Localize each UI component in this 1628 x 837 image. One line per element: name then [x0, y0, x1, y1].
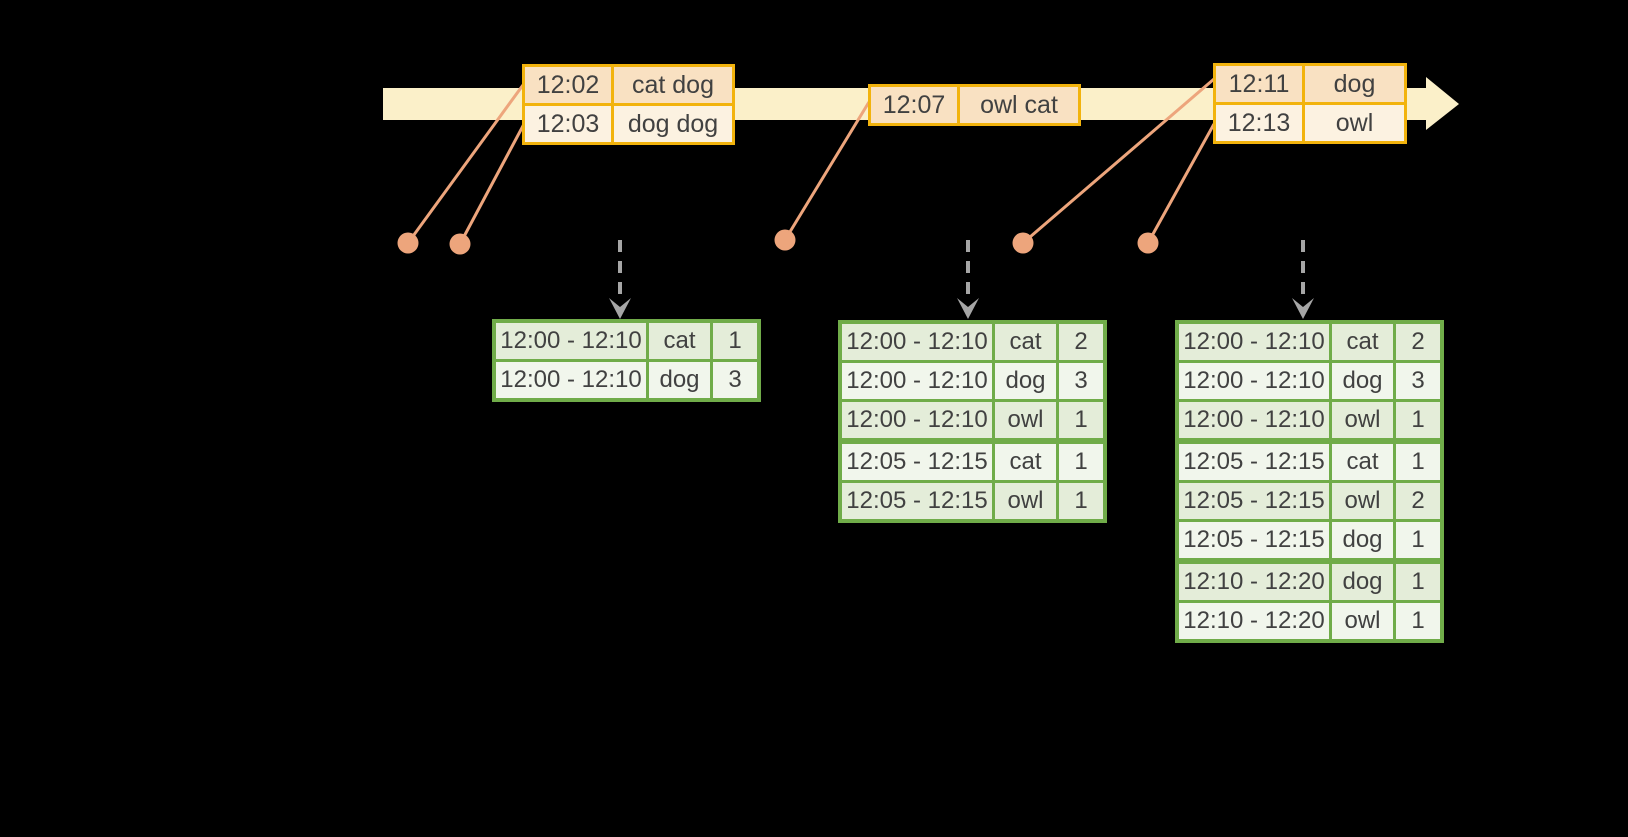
event-connector-line [458, 123, 526, 245]
table-cell: 1 [1393, 438, 1444, 483]
table-cell: 1 [1393, 558, 1444, 603]
table-cell: cat [992, 438, 1059, 483]
table-cell: 12:00 - 12:10 [838, 360, 995, 402]
table-cell: owl [1329, 600, 1396, 643]
trigger-arrowhead-icon [609, 298, 631, 319]
table-cell: dog [1329, 519, 1396, 563]
event-dot [397, 232, 419, 254]
table-cell: 1 [1056, 438, 1107, 483]
table-cell: dog [1302, 63, 1407, 105]
table-cell: 2 [1393, 480, 1444, 522]
table-cell: 12:00 - 12:10 [1175, 320, 1332, 363]
table-cell: 12:05 - 12:15 [1175, 480, 1332, 522]
trigger-arrowhead-icon [1292, 298, 1314, 319]
table-cell: 2 [1056, 320, 1107, 363]
table-cell: 1 [710, 319, 761, 362]
table-cell: 12:00 - 12:10 [492, 359, 649, 402]
table-cell: owl [1302, 102, 1407, 144]
event-connector-line [783, 101, 871, 241]
table-cell: cat dog [611, 64, 735, 106]
event-connector-line [406, 84, 525, 244]
event-connector-line [1146, 123, 1216, 244]
event-dot [1012, 232, 1034, 254]
trigger-arrows [618, 240, 1305, 300]
table-cell: dog [1329, 558, 1396, 603]
table-cell: owl [1329, 399, 1396, 443]
table-cell: dog dog [611, 103, 735, 145]
table-cell: cat [992, 320, 1059, 363]
event-dots [397, 229, 1159, 255]
table-cell: 2 [1393, 320, 1444, 363]
table-cell: 1 [1056, 480, 1107, 523]
table-cell: 12:05 - 12:15 [1175, 438, 1332, 483]
table-cell: 12:00 - 12:10 [1175, 360, 1332, 402]
trigger-arrowheads [609, 298, 1314, 319]
table-cell: 12:05 - 12:15 [1175, 519, 1332, 563]
table-cell: cat [1329, 438, 1396, 483]
table-cell: 12:11 [1213, 63, 1305, 105]
table-cell: 12:07 [868, 84, 960, 126]
table-cell: 12:00 - 12:10 [838, 399, 995, 443]
table-cell: 12:00 - 12:10 [492, 319, 649, 362]
table-cell: 1 [1393, 600, 1444, 643]
table-cell: owl [1329, 480, 1396, 522]
table-cell: 3 [710, 359, 761, 402]
table-cell: dog [1329, 360, 1396, 402]
table-cell: owl cat [957, 84, 1081, 126]
event-dot [1137, 232, 1159, 254]
table-cell: 12:02 [522, 64, 614, 106]
table-cell: 12:03 [522, 103, 614, 145]
table-cell: dog [992, 360, 1059, 402]
table-cell: owl [992, 480, 1059, 523]
table-cell: dog [646, 359, 713, 402]
event-dot [774, 229, 796, 251]
table-cell: 1 [1056, 399, 1107, 443]
table-cell: 12:10 - 12:20 [1175, 600, 1332, 643]
table-cell: cat [646, 319, 713, 362]
timeline-arrowhead-icon [1426, 77, 1459, 130]
event-connector-line [1022, 77, 1215, 245]
table-cell: cat [1329, 320, 1396, 363]
table-cell: 12:00 - 12:10 [1175, 399, 1332, 443]
table-cell: 1 [1393, 399, 1444, 443]
table-cell: 12:05 - 12:15 [838, 438, 995, 483]
table-cell: 12:13 [1213, 102, 1305, 144]
table-cell: 3 [1056, 360, 1107, 402]
table-cell: 3 [1393, 360, 1444, 402]
trigger-arrowhead-icon [957, 298, 979, 319]
table-cell: 1 [1393, 519, 1444, 563]
event-connector-lines [406, 77, 1216, 245]
event-dot [449, 233, 471, 255]
table-cell: 12:00 - 12:10 [838, 320, 995, 363]
table-cell: 12:05 - 12:15 [838, 480, 995, 523]
table-cell: owl [992, 399, 1059, 443]
table-cell: 12:10 - 12:20 [1175, 558, 1332, 603]
